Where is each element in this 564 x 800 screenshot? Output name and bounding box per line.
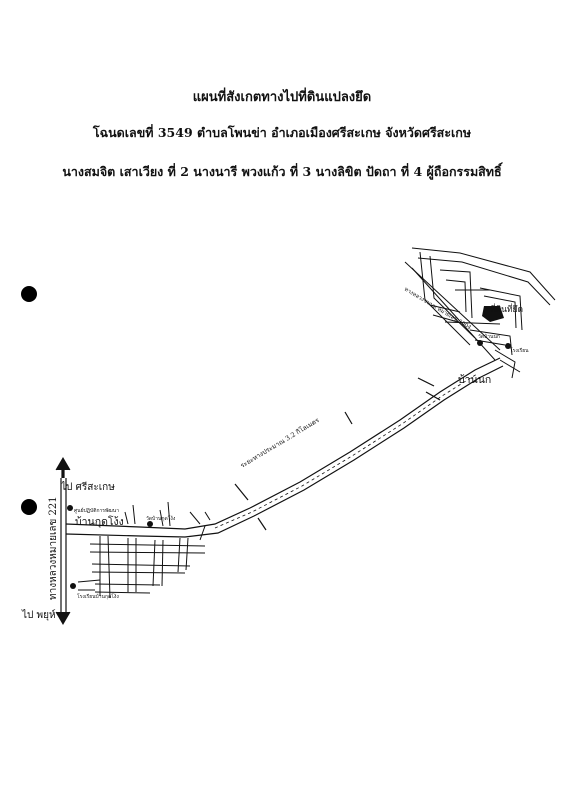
village-east-grid — [404, 247, 556, 379]
cross-road-5 — [344, 411, 353, 425]
main-road-centreline — [214, 373, 478, 529]
school-east-label: โรงเรียน — [510, 347, 529, 354]
cross-road-3 — [417, 377, 435, 387]
school-north-label: ศูนย์ปฏิบัติการพัฒนา — [74, 507, 119, 514]
to-north-label: ไป ศรีสะเกษ — [60, 481, 115, 493]
school-south-label: โรงเรียนบ้านกุดโง้ง — [77, 593, 119, 600]
cross-road-4 — [425, 391, 441, 401]
punch-hole-top — [21, 286, 37, 302]
temple-east-marker — [477, 340, 483, 346]
arrow-south-head — [55, 611, 71, 625]
village-west-label: บ้านกุดโง้ง — [75, 515, 124, 528]
temple-label: วัดบ้านกุดโง้ง — [146, 515, 176, 522]
target-parcel-label: ที่ดินที่ยึด — [490, 303, 523, 315]
target-parcel-marker — [482, 306, 504, 322]
temple-east-label: วัดบ้านนก — [478, 333, 500, 340]
school-east-marker — [505, 343, 511, 349]
main-road-south-edge — [65, 365, 504, 538]
cross-road-2 — [257, 517, 267, 531]
village-east-label: บ้านนก — [458, 374, 491, 386]
cross-road-1 — [234, 483, 249, 501]
arrow-north-head — [55, 457, 71, 471]
village-west-grid — [77, 501, 211, 599]
main-road-north-edge — [65, 357, 501, 530]
deed-line: โฉนดเลขที่ 3549 ตำบลโพนข่า อำเภอเมืองศรี… — [92, 125, 472, 140]
punch-hole-bottom — [21, 499, 37, 515]
school-south-marker — [70, 583, 76, 589]
school-north-marker — [67, 505, 73, 511]
distance-label: ระยะทางประมาณ 3.2 กิโลเมตร — [239, 416, 321, 470]
temple-marker — [147, 521, 153, 527]
map-title: แผนที่สังเกตทางไปที่ดินแปลงยึด — [192, 90, 372, 105]
to-south-label: ไป พยุห์ — [21, 609, 56, 621]
highway-label: ทางหลวงหมายเลข 221 — [48, 496, 59, 600]
owners-line: นางสมจิต เสาเวียง ที่ 2 นางนารี พวงแก้ว … — [62, 164, 502, 179]
